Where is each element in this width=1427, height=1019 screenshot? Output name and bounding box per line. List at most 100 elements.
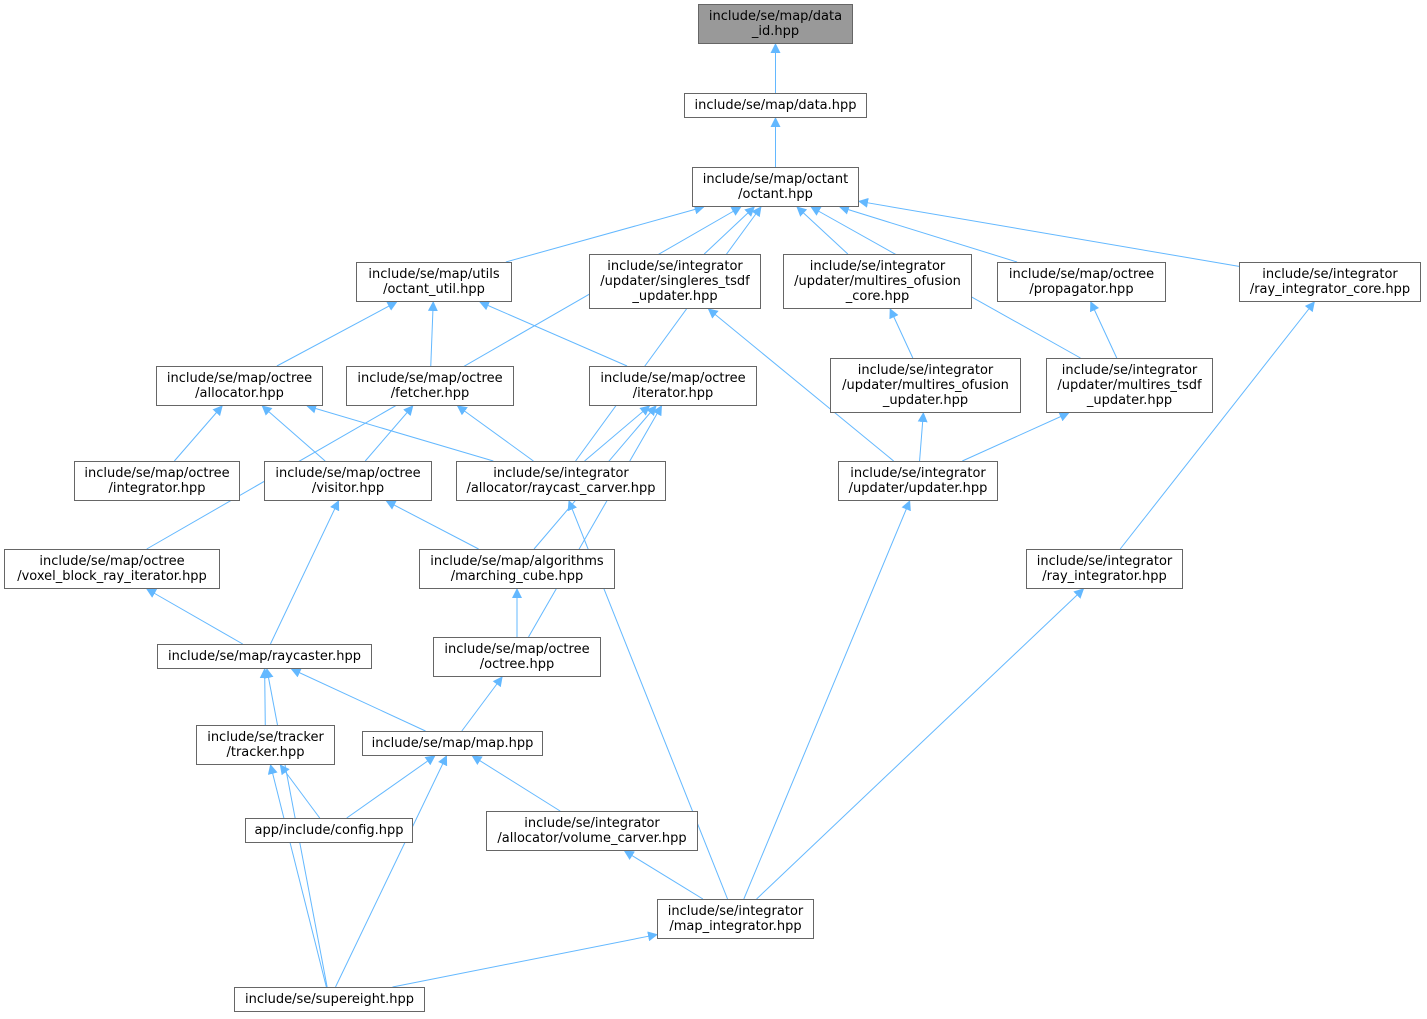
node-label-line: include/se/supereight.hpp — [244, 992, 415, 1007]
dependency-edge-volume_carver-to-map — [471, 755, 561, 812]
dependency-edge-mr_ofusion_upd-to-mr_ofusion_core — [889, 308, 914, 359]
graph-node-visitor[interactable]: include/se/map/octree/visitor.hpp — [264, 461, 432, 501]
graph-node-map[interactable]: include/se/map/map.hpp — [362, 731, 543, 756]
node-label-line: /updater/multires_ofusion — [842, 378, 1009, 393]
node-label-line: include/se/map/map.hpp — [371, 736, 534, 751]
node-label-line: include/se/integrator — [667, 904, 804, 919]
graph-node-data[interactable]: include/se/map/data.hpp — [684, 93, 867, 118]
dependency-edge-updater-to-singleres — [707, 308, 894, 462]
graph-node-iterator[interactable]: include/se/map/octree/iterator.hpp — [589, 366, 757, 406]
node-label-line: app/include/config.hpp — [254, 823, 404, 838]
node-label-line: include/se/integrator — [1262, 267, 1398, 282]
graph-node-map-integrator[interactable]: include/se/integrator/map_integrator.hpp — [657, 899, 814, 939]
graph-node-allocator[interactable]: include/se/map/octree/allocator.hpp — [156, 366, 323, 406]
node-label-line: /updater/multires_tsdf — [1057, 378, 1202, 393]
graph-node-voxel-block[interactable]: include/se/map/octree/voxel_block_ray_it… — [4, 549, 220, 589]
dependency-edge-map_integrator-to-updater — [743, 500, 911, 900]
dependency-edge-map-to-raycaster — [290, 668, 426, 732]
node-label-line: /tracker.hpp — [226, 745, 305, 760]
dependency-edge-updater-to-mr_tsdf_upd — [962, 412, 1070, 462]
dependency-edge-ray_integrator-to-ray_int_core — [1119, 301, 1315, 550]
node-label-line: include/se/map/octant — [702, 172, 849, 187]
graph-node-fetcher[interactable]: include/se/map/octree/fetcher.hpp — [346, 366, 514, 406]
graph-node-singleres[interactable]: include/se/integrator/updater/singleres_… — [589, 254, 761, 309]
node-label-line: include/se/integrator — [524, 816, 660, 831]
node-label-line: include/se/map/raycaster.hpp — [168, 649, 361, 664]
dependency-edge-supereight-to-tracker — [267, 764, 327, 988]
node-label-line: /updater/multires_ofusion — [794, 274, 961, 289]
graph-node-ray-int-core[interactable]: include/se/integrator/ray_integrator_cor… — [1239, 262, 1421, 302]
node-label-line: /voxel_block_ray_iterator.hpp — [17, 569, 207, 584]
graph-node-octree[interactable]: include/se/map/octree/octree.hpp — [433, 637, 601, 677]
dependency-edge-tracker-to-raycaster — [259, 668, 270, 726]
dependency-edge-marching-to-visitor — [385, 500, 479, 550]
graph-node-volume-carver[interactable]: include/se/integrator/allocator/volume_c… — [486, 811, 698, 851]
node-label-line: /ray_integrator.hpp — [1042, 569, 1167, 584]
node-label-line: include/se/map/data — [708, 9, 843, 24]
graph-node-oct-integrator[interactable]: include/se/map/octree/integrator.hpp — [74, 461, 240, 501]
graph-node-config[interactable]: app/include/config.hpp — [245, 818, 413, 843]
dependency-edge-visitor-to-fetcher — [364, 405, 414, 462]
node-label-line: /integrator.hpp — [108, 481, 206, 496]
dependency-edge-raycaster-to-voxel_block — [145, 588, 243, 645]
node-label-line: /map_integrator.hpp — [669, 919, 802, 934]
node-label-line: include/se/integrator — [809, 259, 946, 274]
graph-node-mr-ofusion-upd[interactable]: include/se/integrator/updater/multires_o… — [830, 358, 1021, 413]
node-label-line: _updater.hpp — [882, 393, 969, 408]
node-label-line: /updater/updater.hpp — [848, 481, 988, 496]
node-label-line: include/se/tracker — [207, 730, 324, 745]
dependency-edge-raycast_carver-to-fetcher — [456, 405, 534, 462]
graph-node-propagator[interactable]: include/se/map/octree/propagator.hpp — [997, 262, 1166, 302]
dependency-edge-octree-to-iterator — [528, 405, 662, 638]
graph-node-octant[interactable]: include/se/map/octant/octant.hpp — [692, 167, 859, 207]
graph-node-ray-integrator[interactable]: include/se/integrator/ray_integrator.hpp — [1026, 549, 1183, 589]
dependency-edge-supereight-to-map — [335, 755, 448, 988]
dependency-edge-ray_int_core-to-octant — [858, 197, 1240, 267]
node-label-line: include/se/map/octree — [166, 371, 313, 386]
node-label-line: /ray_integrator_core.hpp — [1249, 282, 1411, 297]
dependency-edge-oct_integrator-to-allocator — [173, 405, 223, 462]
graph-node-data-id: include/se/map/data_id.hpp — [698, 4, 853, 44]
dependency-edge-octant_util-to-octant — [505, 204, 705, 263]
node-label-line: include/se/integrator — [493, 466, 629, 481]
dependency-edge-fetcher-to-octant_util — [427, 301, 438, 367]
node-label-line: /allocator/volume_carver.hpp — [497, 831, 687, 846]
graph-node-marching[interactable]: include/se/map/algorithms/marching_cube.… — [419, 549, 615, 589]
node-label-line: /octant_util.hpp — [383, 282, 485, 297]
graph-node-updater[interactable]: include/se/integrator/updater/updater.hp… — [838, 461, 998, 501]
node-label-line: /marching_cube.hpp — [450, 569, 584, 584]
node-label-line: /updater/singleres_tsdf — [600, 274, 750, 289]
dependency-edge-config-to-map — [346, 755, 436, 819]
node-label-line: include/se/map/utils — [368, 267, 500, 282]
dependency-edge-map_integrator-to-volume_carver — [623, 850, 704, 900]
node-label-line: include/se/integrator — [607, 259, 743, 274]
graph-node-octant-util[interactable]: include/se/map/utils/octant_util.hpp — [356, 262, 512, 302]
graph-node-raycast-carver[interactable]: include/se/integrator/allocator/raycast_… — [456, 461, 666, 501]
node-label-line: /propagator.hpp — [1029, 282, 1134, 297]
node-label-line: /iterator.hpp — [632, 386, 714, 401]
dependency-edge-mr_tsdf_upd-to-propagator — [1090, 301, 1118, 359]
node-label-line: /allocator.hpp — [195, 386, 284, 401]
graph-node-mr-ofusion-core[interactable]: include/se/integrator/updater/multires_o… — [783, 254, 972, 309]
dependency-edge-updater-to-mr_ofusion_upd — [917, 412, 928, 462]
dependency-edge-config-to-tracker — [279, 764, 321, 819]
graph-node-raycaster[interactable]: include/se/map/raycaster.hpp — [157, 644, 372, 669]
node-label-line: include/se/map/octree — [275, 466, 421, 481]
dependency-edge-map-to-octree — [461, 676, 503, 732]
dependency-edge-raycaster-to-visitor — [269, 500, 340, 645]
node-label-line: _id.hpp — [751, 24, 800, 39]
node-label-line: include/se/map/octree — [600, 371, 746, 386]
node-label-line: include/se/integrator — [1036, 554, 1173, 569]
node-label-line: include/se/map/octree — [84, 466, 230, 481]
dependency-edge-raycast_carver-to-octant — [575, 206, 762, 462]
graph-node-supereight[interactable]: include/se/supereight.hpp — [234, 987, 425, 1012]
dependency-edge-raycast_carver-to-iterator — [584, 405, 651, 462]
dependency-edge-supereight-to-map_integrator — [392, 931, 658, 988]
node-label-line: _updater.hpp — [1086, 393, 1173, 408]
node-label-line: include/se/integrator — [1061, 363, 1198, 378]
node-label-line: include/se/map/octree — [39, 554, 185, 569]
graph-node-mr-tsdf-upd[interactable]: include/se/integrator/updater/multires_t… — [1046, 358, 1213, 413]
graph-node-tracker[interactable]: include/se/tracker/tracker.hpp — [196, 725, 335, 765]
